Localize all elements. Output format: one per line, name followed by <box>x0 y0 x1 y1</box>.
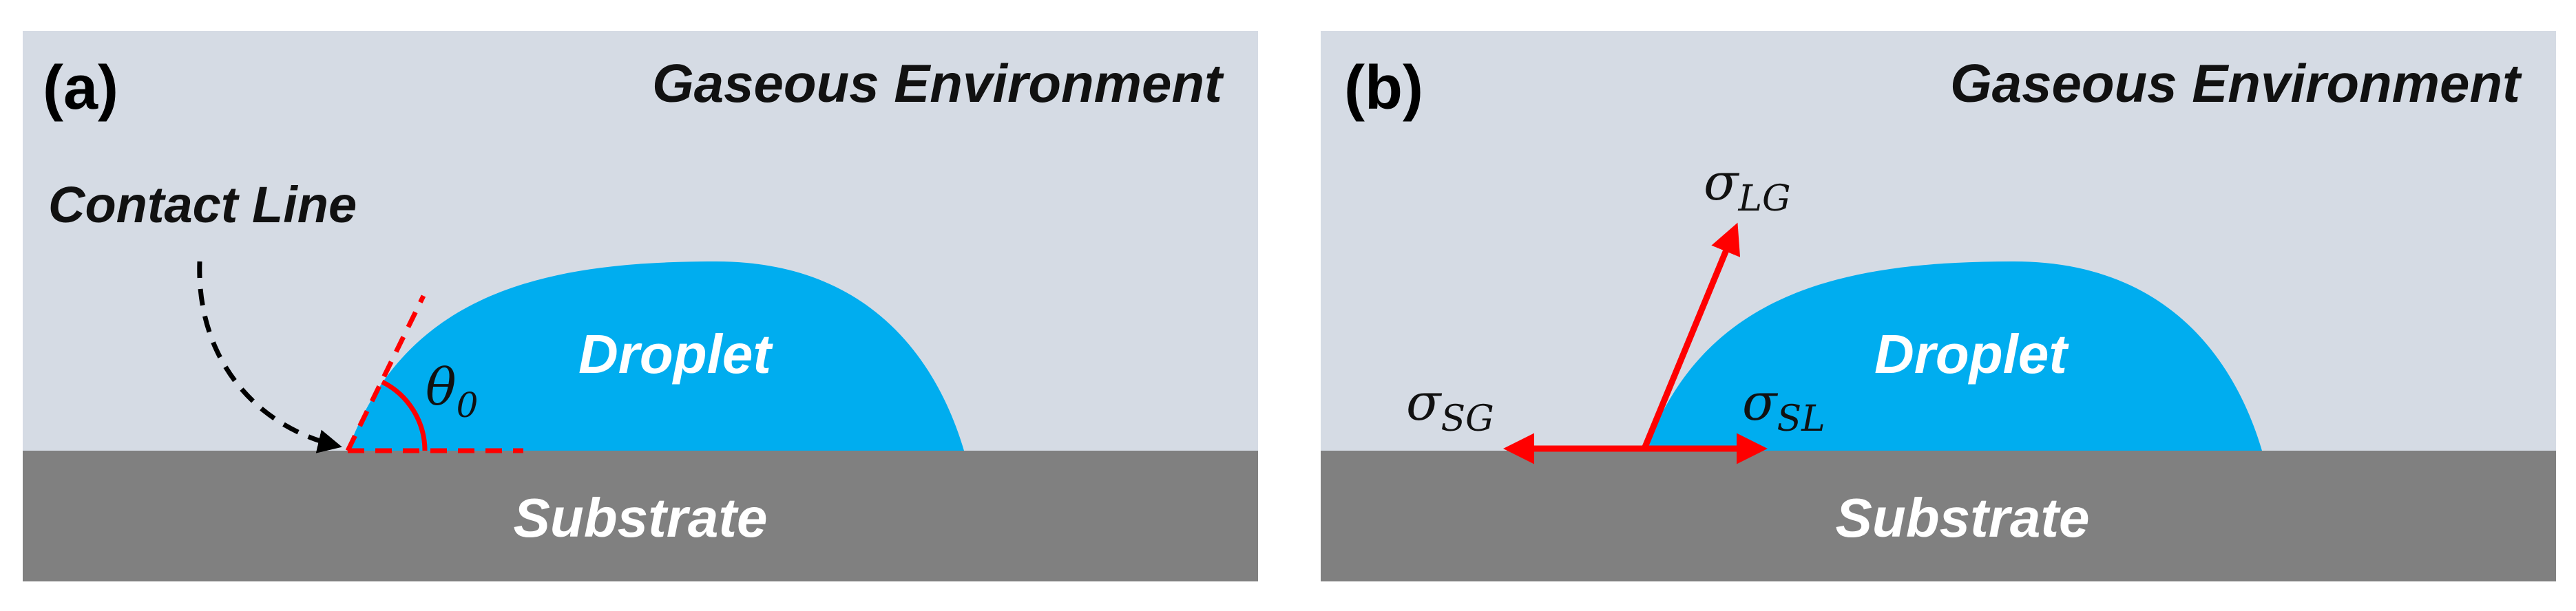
panel-b-environment-label: Gaseous Environment <box>1950 53 2522 114</box>
panel-a-contact-angle-arc <box>381 379 428 451</box>
panel-b-substrate <box>1321 451 2556 581</box>
panel-a-label: (a) <box>43 54 118 122</box>
panel-b: (b) Gaseous Environment Droplet Substrat… <box>1321 31 2556 581</box>
panel-a-tangent-line <box>345 294 426 452</box>
panel-b-sigma-lg-vector <box>1641 222 1741 450</box>
panel-a-substrate <box>23 451 1258 581</box>
panel-b-sigma-sg-label: σSG <box>1406 373 1494 440</box>
panel-b-sigma-sl-label: σSL <box>1742 373 1825 440</box>
panel-a-contact-angle-symbol: θ0 <box>426 358 478 425</box>
panel-a-contact-line-arrow <box>197 261 342 453</box>
panel-a-environment-label: Gaseous Environment <box>652 53 1224 114</box>
panel-b-droplet-label: Droplet <box>1874 323 2069 385</box>
panel-a-droplet <box>348 261 964 451</box>
panel-b-sigma-lg-label: σLG <box>1704 153 1791 219</box>
panel-b-label: (b) <box>1344 54 1423 122</box>
panel-a-substrate-label: Substrate <box>514 487 768 548</box>
panel-b-substrate-label: Substrate <box>1836 487 2090 548</box>
panel-a-droplet-label: Droplet <box>578 323 773 385</box>
panel-a: (a) Gaseous Environment Contact Line Dro… <box>23 31 1258 581</box>
panel-b-droplet <box>1646 261 2262 451</box>
panel-a-contact-line-label: Contact Line <box>48 176 357 233</box>
